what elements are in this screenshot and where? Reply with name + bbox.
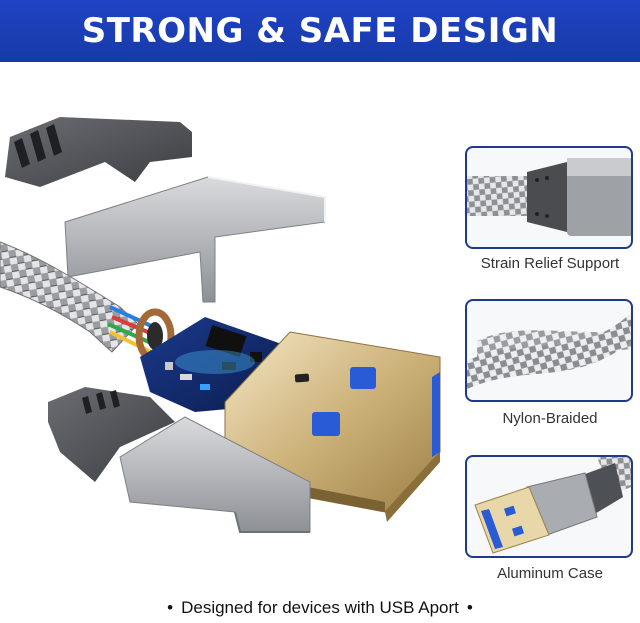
footer-note: • Designed for devices with USB Aport • [0,598,640,618]
feature-label-strain-relief: Strain Relief Support [480,255,620,272]
nylon-braid-icon [467,313,631,389]
inner-wires [107,305,175,364]
feature-label-aluminum-case: Aluminum Case [497,565,603,582]
header-banner: STRONG & SAFE DESIGN [0,0,640,62]
exploded-usb-illustration [0,117,441,533]
bullet-right: • [466,598,473,617]
strain-relief-icon [467,158,631,236]
bottom-shell-plate [119,416,311,533]
bullet-left: • [167,598,174,617]
top-shell-plate [64,176,326,303]
feature-label-nylon-braided: Nylon-Braided [502,410,598,427]
footer-note-text: Designed for devices with USB Aport [181,598,459,617]
top-housing-part [5,117,192,187]
banner-title: STRONG & SAFE DESIGN [81,11,559,51]
feature-card-aluminum-case [465,455,633,558]
bottom-housing-part [48,387,175,482]
aluminum-case-icon [474,457,631,554]
feature-card-nylon-braided [465,299,633,402]
feature-card-strain-relief [465,146,633,249]
